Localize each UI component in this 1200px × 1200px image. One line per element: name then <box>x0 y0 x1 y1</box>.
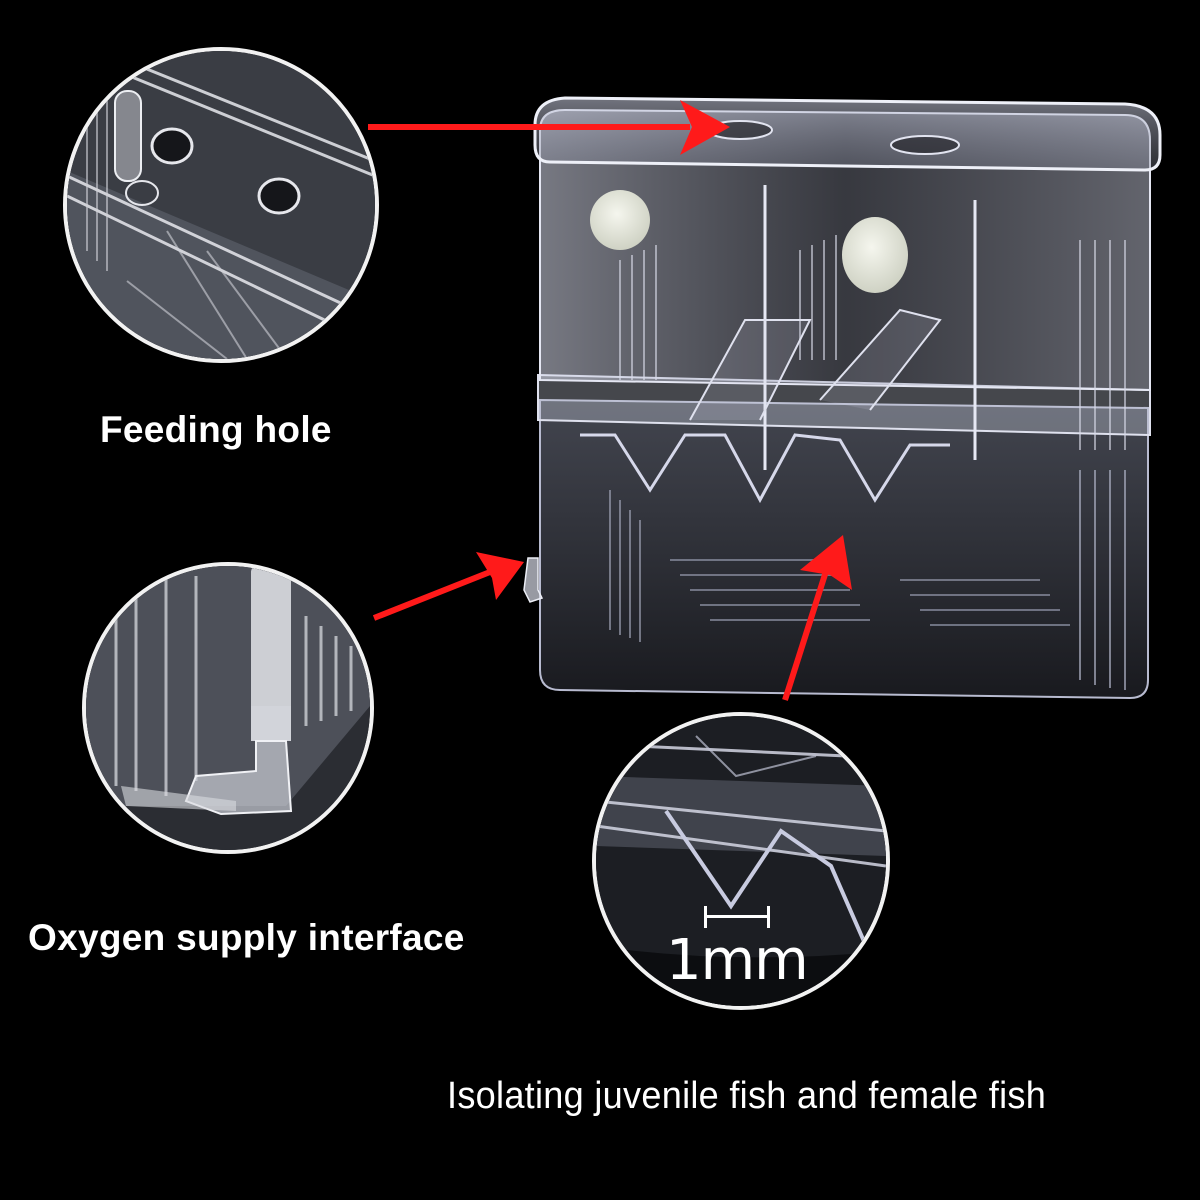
label-oxygen-supply: Oxygen supply interface <box>28 917 465 958</box>
detail-circle-isolation-grid: 1mm <box>592 712 890 1010</box>
suction-cup-right <box>842 217 908 293</box>
suction-cup-left <box>590 190 650 250</box>
feeding-hole-right <box>890 135 960 155</box>
oxygen-connector-closeup <box>86 566 370 850</box>
measurement-label: 1mm <box>666 928 809 993</box>
product-photo-breeding-box <box>520 90 1170 710</box>
breeding-box-illustration <box>523 96 1162 700</box>
scale-bar <box>704 906 770 928</box>
v-slot-closeup <box>596 716 886 1006</box>
feeding-hole-closeup <box>67 51 375 359</box>
label-isolating-fish: Isolating juvenile fish and female fish <box>447 1075 1047 1117</box>
feeding-hole-left <box>707 120 773 140</box>
air-connector <box>523 557 544 603</box>
label-feeding-hole: Feeding hole <box>100 409 332 450</box>
feeding-hole-icon <box>150 127 194 165</box>
detail-circle-feeding-hole <box>63 47 379 363</box>
arrow-oxygen-supply <box>372 552 524 621</box>
air-tube <box>251 566 291 741</box>
detail-circle-oxygen-supply <box>82 562 374 854</box>
